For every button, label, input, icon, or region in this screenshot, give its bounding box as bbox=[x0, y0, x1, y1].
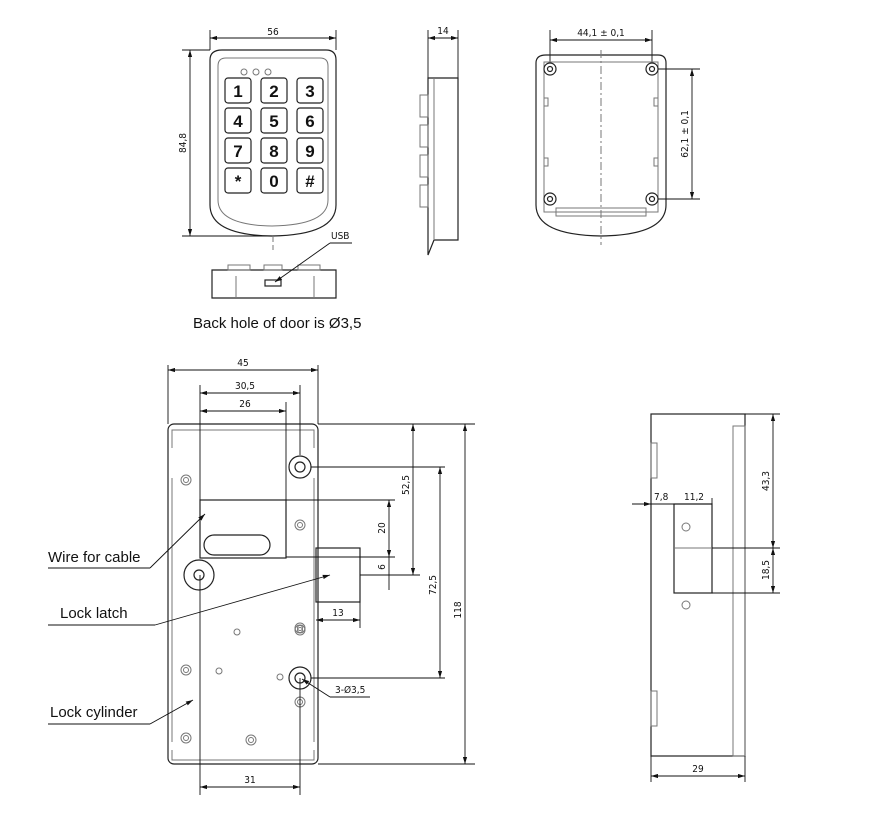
keypad-key bbox=[224, 137, 252, 164]
keypad-key bbox=[224, 77, 252, 104]
keypad-key-label: 7 bbox=[233, 142, 242, 161]
keypad-key-label: 9 bbox=[305, 142, 314, 161]
mounting-hole bbox=[294, 622, 306, 634]
dim-13: 13 bbox=[332, 608, 343, 619]
mounting-hole bbox=[294, 519, 306, 531]
dim-72-5: 72,5 bbox=[428, 575, 439, 595]
pin-hole bbox=[276, 673, 284, 681]
dim-29: 29 bbox=[692, 764, 704, 775]
keypad-key-label: 1 bbox=[233, 82, 242, 101]
keypad-key-label: 0 bbox=[269, 172, 278, 191]
pin-hole bbox=[233, 628, 241, 636]
label-lock-cylinder: Lock cylinder bbox=[50, 704, 138, 721]
mounting-hole bbox=[248, 737, 254, 743]
dim-118: 118 bbox=[453, 601, 464, 618]
dim-26: 26 bbox=[239, 399, 251, 410]
mounting-hole bbox=[297, 522, 303, 528]
dim-52-5: 52,5 bbox=[401, 475, 412, 495]
lock-side-view: 43,3 18,5 7,8 11,2 29 bbox=[632, 413, 780, 782]
keypad-key bbox=[224, 167, 252, 194]
keypad-key-label: 5 bbox=[269, 112, 278, 131]
keypad-key bbox=[224, 107, 252, 134]
keypad-key bbox=[260, 137, 288, 164]
label-wire-for-cable: Wire for cable bbox=[48, 549, 141, 566]
dim-holes: 3-Ø3,5 bbox=[335, 684, 365, 696]
dim-30-5: 30,5 bbox=[235, 381, 255, 392]
keypad-back-view: 44,1 ± 0,1 62,1 ± 0,1 bbox=[535, 28, 700, 245]
dim-11-2: 11,2 bbox=[684, 492, 704, 503]
keypad-key bbox=[296, 77, 324, 104]
dim-44-1: 44,1 ± 0,1 bbox=[577, 28, 625, 39]
keypad-key-label: 8 bbox=[269, 142, 278, 161]
mounting-hole bbox=[180, 732, 192, 744]
label-lock-latch: Lock latch bbox=[60, 605, 128, 622]
dim-31: 31 bbox=[244, 775, 255, 786]
keypad-key-label: 4 bbox=[233, 112, 243, 131]
keypad-key bbox=[260, 77, 288, 104]
dim-45: 45 bbox=[237, 358, 248, 369]
lock-front-view: 45 30,5 26 118 52,5 20 6 72,5 13 3-Ø3,5 … bbox=[48, 358, 475, 795]
dim-62-1: 62,1 ± 0,1 bbox=[680, 110, 691, 158]
mounting-hole bbox=[183, 667, 189, 673]
dim-20: 20 bbox=[377, 522, 388, 534]
pin-hole bbox=[215, 667, 223, 675]
keypad-key bbox=[296, 137, 324, 164]
keypad-key bbox=[296, 167, 324, 194]
usb-label: USB bbox=[331, 231, 349, 242]
door-hole-note: Back hole of door is Ø3,5 bbox=[193, 315, 361, 332]
keypad-key-label: 2 bbox=[269, 82, 278, 101]
mounting-hole bbox=[245, 734, 257, 746]
mounting-hole bbox=[297, 625, 303, 631]
keypad-key bbox=[296, 107, 324, 134]
dim-14: 14 bbox=[437, 26, 449, 37]
dim-43-3: 43,3 bbox=[761, 471, 772, 491]
dim-7-8: 7,8 bbox=[654, 492, 669, 503]
mounting-hole bbox=[180, 474, 192, 486]
dim-18-5: 18,5 bbox=[761, 560, 772, 580]
keypad-bottom-view: USB Back hole of door is Ø3,5 bbox=[193, 231, 361, 332]
mounting-hole bbox=[183, 735, 189, 741]
keypad-key-label: # bbox=[305, 172, 315, 191]
keypad-key-label: 3 bbox=[305, 82, 314, 101]
mounting-hole bbox=[180, 664, 192, 676]
keypad-key bbox=[260, 107, 288, 134]
keypad-key-label: 6 bbox=[305, 112, 314, 131]
keypad-key-label: * bbox=[235, 172, 242, 191]
mounting-hole bbox=[183, 477, 189, 483]
keypad-side-view: 14 bbox=[419, 26, 459, 256]
keypad-key bbox=[260, 167, 288, 194]
dim-6: 6 bbox=[377, 564, 388, 570]
dim-56: 56 bbox=[267, 27, 279, 38]
dim-84-8: 84,8 bbox=[178, 133, 189, 153]
